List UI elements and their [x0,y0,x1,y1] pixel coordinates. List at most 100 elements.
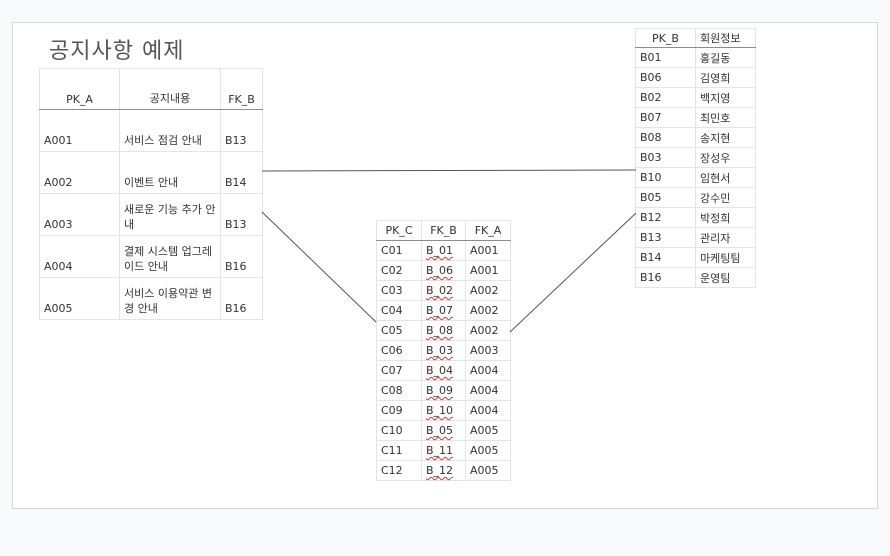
table-row: A004 결제 시스템 업그레이드 안내 B16 [39,235,263,278]
table-cell[interactable]: 서비스 점검 안내 [119,109,221,152]
table-cell[interactable]: B14 [220,151,263,194]
header-row: PK_B 회원정보 [635,28,756,48]
table-row: B10 임현서 [635,167,756,188]
table-cell[interactable]: A002 [39,151,120,194]
table-cell[interactable]: B01 [635,47,696,68]
column-header[interactable]: PK_B [635,28,696,48]
table-row: B12 박정희 [635,207,756,228]
table-row: C08 B_09 A004 [376,380,511,401]
table-cell[interactable]: C08 [376,380,422,401]
table-cell[interactable]: 장성우 [695,147,756,168]
table-cell[interactable]: C04 [376,300,422,321]
table-cell[interactable]: A001 [465,240,511,261]
table-cell[interactable]: 강수민 [695,187,756,208]
table-cell[interactable]: A004 [465,400,511,421]
table-cell[interactable]: B13 [220,193,263,236]
table-cell[interactable]: A002 [465,280,511,301]
table-cell[interactable]: 백지영 [695,87,756,108]
table-cell[interactable]: B_07 [421,300,466,321]
table-row: B14 마케팅팀 [635,247,756,268]
table-row: A003 새로운 기능 추가 안내 B13 [39,193,263,236]
table-cell[interactable]: B06 [635,67,696,88]
table-cell[interactable]: A002 [465,300,511,321]
table-cell[interactable]: 새로운 기능 추가 안내 [119,193,221,236]
table-cell[interactable]: 이벤트 안내 [119,151,221,194]
table-cell[interactable]: C06 [376,340,422,361]
table-row: C07 B_04 A004 [376,360,511,381]
table-row: B01 홍길동 [635,47,756,68]
table-cell[interactable]: B_10 [421,400,466,421]
table-cell[interactable]: A005 [465,440,511,461]
table-cell[interactable]: A004 [465,380,511,401]
table-cell[interactable]: C05 [376,320,422,341]
table-cell[interactable]: B_04 [421,360,466,381]
table-cell[interactable]: A004 [39,235,120,278]
table-cell[interactable]: 박정희 [695,207,756,228]
header-row: PK_A 공지내용 FK_B [39,68,263,110]
table-cell[interactable]: B_05 [421,420,466,441]
table-cell[interactable]: B_08 [421,320,466,341]
table-cell[interactable]: 운영팀 [695,267,756,288]
table-cell[interactable]: A005 [465,460,511,481]
column-header[interactable]: FK_B [421,220,466,241]
table-cell[interactable]: B_06 [421,260,466,281]
table-cell[interactable]: 임현서 [695,167,756,188]
member-table: PK_B 회원정보 B01 홍길동 B06 김영희 B02 백지영 B07 최민… [635,28,756,288]
table-cell[interactable]: C11 [376,440,422,461]
table-cell[interactable]: B_01 [421,240,466,261]
table-cell[interactable]: C09 [376,400,422,421]
table-cell[interactable]: 최민호 [695,107,756,128]
column-header[interactable]: PK_A [39,68,120,110]
table-cell[interactable]: A003 [465,340,511,361]
table-cell[interactable]: C01 [376,240,422,261]
table-cell[interactable]: B_03 [421,340,466,361]
table-cell[interactable]: B02 [635,87,696,108]
table-cell[interactable]: A003 [39,193,120,236]
table-cell[interactable]: B12 [635,207,696,228]
table-cell[interactable]: A001 [39,109,120,152]
table-cell[interactable]: 마케팅팀 [695,247,756,268]
column-header[interactable]: 회원정보 [695,28,756,48]
table-row: A002 이벤트 안내 B14 [39,151,263,194]
table-cell[interactable]: B03 [635,147,696,168]
table-cell[interactable]: B13 [220,109,263,152]
column-header[interactable]: FK_A [465,220,511,241]
table-row: C03 B_02 A002 [376,280,511,301]
table-cell[interactable]: B_12 [421,460,466,481]
table-row: C05 B_08 A002 [376,320,511,341]
table-cell[interactable]: A004 [465,360,511,381]
table-cell[interactable]: C07 [376,360,422,381]
table-cell[interactable]: 송지현 [695,127,756,148]
table-cell[interactable]: B10 [635,167,696,188]
column-header[interactable]: 공지내용 [119,68,221,110]
table-cell[interactable]: 서비스 이용약관 변경 안내 [119,277,221,320]
table-row: C04 B_07 A002 [376,300,511,321]
column-header[interactable]: FK_B [220,68,263,110]
table-cell[interactable]: B13 [635,227,696,248]
table-cell[interactable]: 결제 시스템 업그레이드 안내 [119,235,221,278]
table-cell[interactable]: 홍길동 [695,47,756,68]
table-cell[interactable]: 김영희 [695,67,756,88]
table-cell[interactable]: A002 [465,320,511,341]
table-cell[interactable]: C10 [376,420,422,441]
table-cell[interactable]: B16 [220,277,263,320]
table-cell[interactable]: A001 [465,260,511,281]
table-cell[interactable]: C12 [376,460,422,481]
table-cell[interactable]: A005 [39,277,120,320]
table-cell[interactable]: B_11 [421,440,466,461]
table-cell[interactable]: B07 [635,107,696,128]
table-cell[interactable]: A005 [465,420,511,441]
table-cell[interactable]: C02 [376,260,422,281]
table-cell[interactable]: B16 [220,235,263,278]
table-cell[interactable]: 관리자 [695,227,756,248]
column-header[interactable]: PK_C [376,220,422,241]
table-cell[interactable]: C03 [376,280,422,301]
table-cell[interactable]: B08 [635,127,696,148]
table-cell[interactable]: B14 [635,247,696,268]
table-cell[interactable]: B_02 [421,280,466,301]
table-cell[interactable]: B16 [635,267,696,288]
table-row: C02 B_06 A001 [376,260,511,281]
table-cell[interactable]: B_09 [421,380,466,401]
table-cell[interactable]: B05 [635,187,696,208]
notice-table: PK_A 공지내용 FK_B A001 서비스 점검 안내 B13 A002 이… [39,68,263,320]
